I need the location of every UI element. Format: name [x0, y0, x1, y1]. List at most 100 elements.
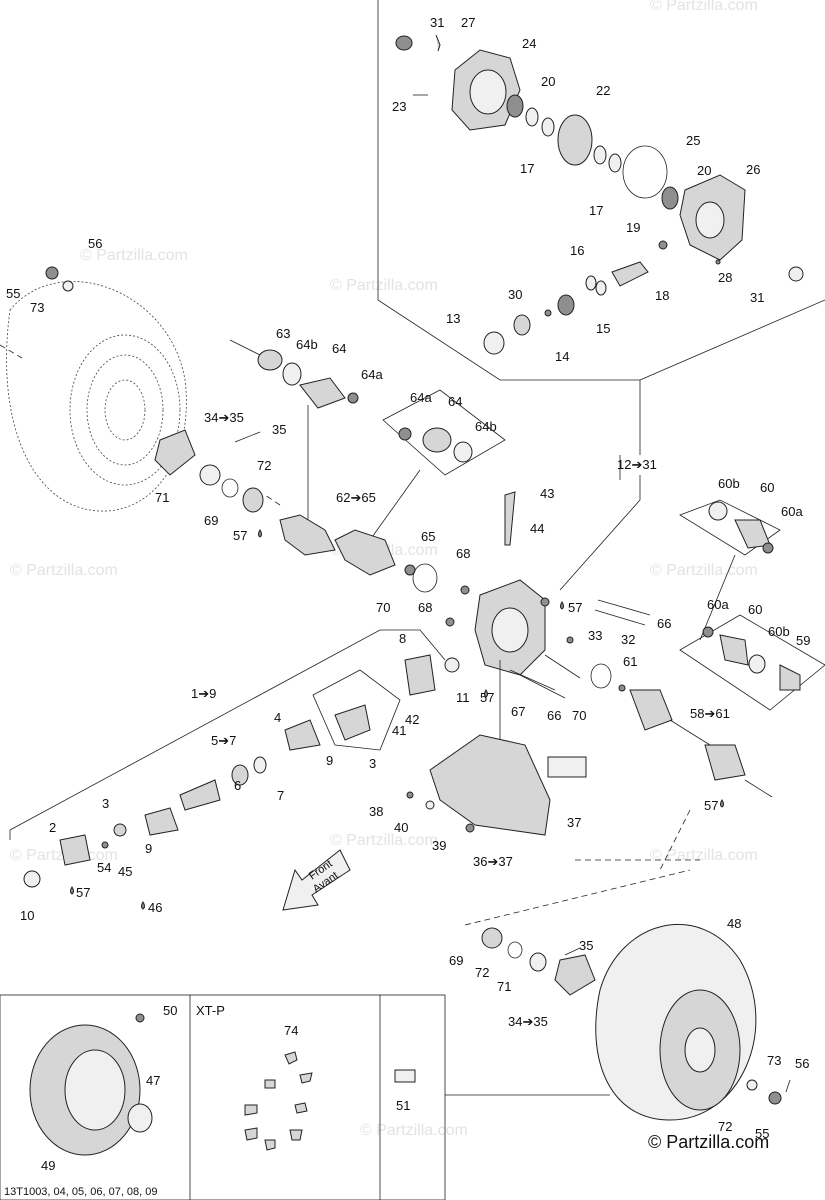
bearing-69-icon	[242, 487, 264, 513]
o-ring-25-icon	[622, 145, 668, 199]
stud-35-icon	[564, 947, 581, 956]
callout-47: 47	[146, 1073, 160, 1088]
callout-25: 25	[686, 133, 700, 148]
front-arrow-icon	[282, 849, 351, 911]
callout-30: 30	[508, 287, 522, 302]
callout-64b: 64b	[475, 419, 497, 434]
callout-48: 48	[727, 916, 741, 931]
clamp-64a-icon	[398, 427, 412, 441]
rim-icon	[86, 354, 164, 466]
cross-3-icon	[113, 823, 127, 837]
callout-19: 19	[626, 220, 640, 235]
callout-17: 17	[520, 161, 534, 176]
bolt-57-icon	[540, 597, 550, 607]
tire-icon	[6, 281, 187, 512]
callout-50: 50	[163, 1003, 177, 1018]
callout-60b: 60b	[768, 624, 790, 639]
callout-49: 49	[41, 1158, 55, 1173]
callout-64a: 64a	[410, 390, 432, 405]
bearing-69-icon	[481, 927, 503, 949]
callout-73: 73	[767, 1053, 781, 1068]
callout-1-9: 1➔9	[191, 686, 216, 701]
callout-66: 66	[547, 708, 561, 723]
stud-35-icon	[234, 431, 261, 443]
vent-27-icon	[435, 34, 441, 52]
bearing-20-icon	[506, 94, 524, 118]
plug-19-icon	[658, 240, 668, 250]
bearing-20-icon	[661, 186, 679, 210]
ring-61-icon	[618, 684, 626, 692]
callout-18: 18	[655, 288, 669, 303]
shim-16-icon	[585, 275, 597, 291]
callout-3: 3	[102, 796, 109, 811]
watermark-text: © Partzilla.com	[650, 0, 758, 14]
spring-43-icon	[504, 491, 516, 546]
detail-box-1-9	[9, 629, 446, 840]
callout-51: 51	[396, 1098, 410, 1113]
leader-line	[369, 469, 421, 541]
rim-hub-icon	[684, 1027, 716, 1073]
callout-37: 37	[567, 815, 581, 830]
leader-line	[0, 344, 23, 359]
boot-60-icon	[719, 634, 749, 666]
callout-45: 45	[118, 864, 132, 879]
yoke-2-icon	[59, 834, 91, 866]
leader-line	[464, 869, 691, 926]
axle-shaft-icon	[744, 779, 773, 798]
callout-34-35: 34➔35	[204, 410, 244, 425]
washer-30-icon	[544, 309, 552, 317]
differential-housing-26-icon	[695, 201, 725, 239]
nut-39-icon	[465, 823, 475, 833]
callout-64a: 64a	[361, 367, 383, 382]
skid-plate-36-icon	[429, 734, 551, 836]
ring-72-icon	[507, 941, 523, 959]
washer-73-icon	[62, 280, 74, 292]
differential-group-outline	[377, 0, 641, 591]
callout-46: 46	[148, 900, 162, 915]
callout-43: 43	[540, 486, 554, 501]
callout-labels: 31 27 24 23 20 22 17 25 20 26 17 19 16 2…	[6, 15, 810, 1173]
callout-11: 11	[456, 690, 470, 705]
pinion-18-icon	[611, 261, 649, 287]
oil-drop-icon	[141, 901, 145, 910]
callout-13: 13	[446, 311, 460, 326]
callout-3: 3	[369, 756, 376, 771]
watermark-text: © Partzilla.com	[80, 247, 188, 264]
callout-57: 57	[704, 798, 718, 813]
callout-9: 9	[326, 753, 333, 768]
oil-drop-icon	[560, 601, 564, 610]
callout-64b: 64b	[296, 337, 318, 352]
ring-72-icon	[221, 478, 239, 498]
axle-shaft-icon	[229, 339, 261, 356]
callout-28: 28	[718, 270, 732, 285]
watermark-text: © Partzilla.com	[360, 1122, 468, 1139]
callout-7: 7	[277, 788, 284, 803]
label-37-icon	[547, 756, 587, 778]
callout-55: 55	[755, 1126, 769, 1141]
shim-17-icon	[608, 153, 622, 173]
hub-34-icon	[554, 954, 596, 996]
callout-60: 60	[760, 480, 774, 495]
callout-33: 33	[588, 628, 602, 643]
label-51-icon	[394, 1069, 416, 1083]
detail-box-60-lower	[679, 614, 825, 711]
bolt-68-icon	[445, 617, 455, 627]
watermark-text: © Partzilla.com	[650, 847, 758, 864]
o-ring-70-icon	[412, 563, 438, 593]
watermark-text: © Partzilla.com	[330, 277, 438, 294]
left-axle-assembly	[229, 339, 506, 593]
left-wheel-assembly	[0, 266, 264, 513]
callout-22: 22	[596, 83, 610, 98]
boot-64b-icon	[282, 362, 302, 386]
callout-54: 54	[97, 860, 111, 875]
yoke-4-icon	[284, 719, 321, 751]
callout-70: 70	[376, 600, 390, 615]
callout-17: 17	[589, 203, 603, 218]
callout-8: 8	[399, 631, 406, 646]
callout-59: 59	[796, 633, 810, 648]
seal-10-icon	[23, 870, 41, 888]
callout-65: 65	[421, 529, 435, 544]
stud-66-icon	[594, 609, 646, 626]
clip-74-icon	[244, 1051, 313, 1151]
callout-38: 38	[369, 804, 383, 819]
